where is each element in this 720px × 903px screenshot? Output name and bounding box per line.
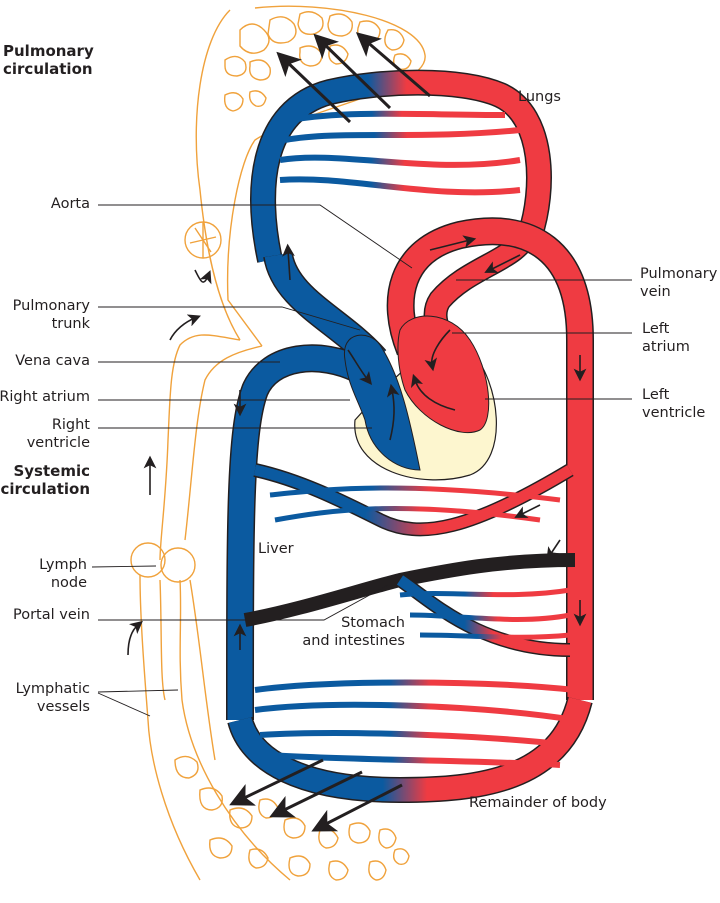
label-text: node xyxy=(50,575,87,591)
right-heart xyxy=(344,334,421,471)
blood-vessels xyxy=(226,69,594,804)
label-pulmonary-vein: Pulmonary vein xyxy=(640,265,717,301)
label-left-atrium: Left atrium xyxy=(642,320,690,356)
label-lymph-node: Lymph node xyxy=(39,556,87,592)
label-right-ventricle: Right ventricle xyxy=(27,416,90,452)
label-text: Left xyxy=(642,321,670,337)
label-vena-cava: Vena cava xyxy=(15,352,90,370)
label-right-atrium: Right atrium xyxy=(0,388,90,406)
heading-line: circulation xyxy=(3,60,93,78)
label-remainder-of-body: Remainder of body xyxy=(469,794,607,812)
label-portal-vein: Portal vein xyxy=(13,606,90,624)
leader-lines xyxy=(91,204,632,717)
pulmonary-circulation-heading: Pulmonary circulation xyxy=(3,42,94,78)
heading-line: circulation xyxy=(0,480,90,498)
heart xyxy=(344,315,497,481)
label-text: Right xyxy=(51,417,90,433)
left-heart xyxy=(397,315,490,434)
lymph-node-shape xyxy=(130,542,166,578)
label-lymphatic-vessels: Lymphatic vessels xyxy=(16,680,90,716)
label-text: Pulmonary xyxy=(640,266,718,282)
label-text: Lymphatic xyxy=(15,681,90,697)
label-text: Portal vein xyxy=(13,607,90,623)
label-text: Lymph xyxy=(39,557,87,573)
label-pulmonary-trunk: Pulmonary trunk xyxy=(13,297,90,333)
label-text: Liver xyxy=(258,541,294,557)
label-text: Lungs xyxy=(518,89,561,105)
flow-arrows xyxy=(229,32,431,832)
label-text: Right atrium xyxy=(0,389,90,405)
label-text: Left xyxy=(642,387,670,403)
label-text: and intestines xyxy=(302,633,405,649)
label-stomach-intestines: Stomach and intestines xyxy=(302,614,405,650)
systemic-circulation-heading: Systemic circulation xyxy=(0,462,90,498)
label-left-ventricle: Left ventricle xyxy=(642,386,705,422)
label-text: Stomach xyxy=(341,615,405,631)
body-tissue xyxy=(174,755,410,881)
label-text: ventricle xyxy=(642,405,706,421)
label-text: Pulmonary xyxy=(12,298,90,314)
label-liver: Liver xyxy=(258,540,294,558)
heading-line: Systemic xyxy=(13,462,90,480)
label-text: trunk xyxy=(51,316,90,332)
label-text: vessels xyxy=(36,699,90,715)
label-text: vein xyxy=(640,284,671,300)
gas-exchange-arrow xyxy=(276,51,352,124)
label-text: ventricle xyxy=(26,435,90,451)
label-text: Remainder of body xyxy=(469,795,607,811)
label-text: Aorta xyxy=(50,196,90,212)
label-lungs: Lungs xyxy=(518,88,561,106)
label-text: atrium xyxy=(642,339,690,355)
heading-line: Pulmonary xyxy=(3,42,94,60)
label-text: Vena cava xyxy=(15,353,90,369)
label-aorta: Aorta xyxy=(51,195,90,213)
